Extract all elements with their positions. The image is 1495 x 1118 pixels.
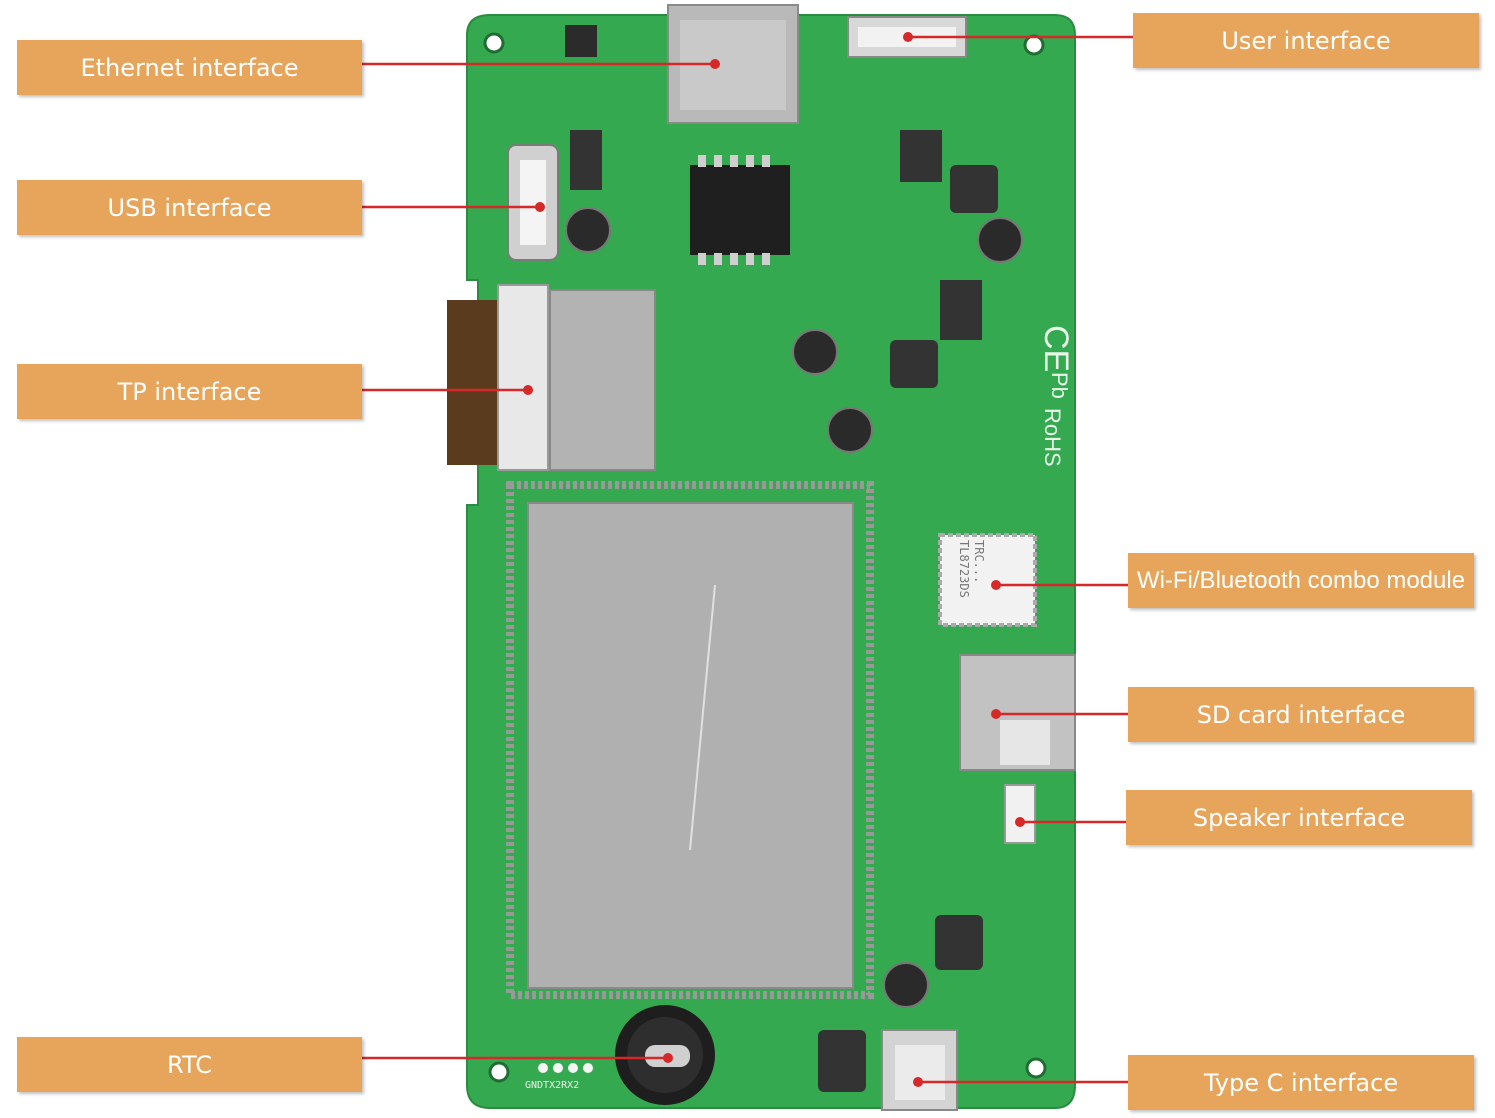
- capacitors: [565, 207, 1023, 1008]
- wifi-bluetooth-module-label: Wi-Fi/Bluetooth combo module: [1128, 553, 1474, 608]
- pb-mark: Pb: [1047, 372, 1072, 399]
- tp-shield: [549, 289, 656, 471]
- wifi-module-text: TRC...: [972, 540, 986, 583]
- mounting-holes: [483, 32, 1047, 1083]
- user-interface-label: User interface: [1133, 13, 1479, 68]
- usb-interface-label: USB interface: [17, 180, 362, 235]
- uart-header-label: GNDTX2RX2: [525, 1080, 579, 1091]
- rtc-label: RTC: [17, 1037, 362, 1092]
- sd-card-interface-label: SD card interface: [1128, 687, 1474, 742]
- speaker-interface-label: Speaker interface: [1126, 790, 1472, 845]
- driver-ic: [690, 165, 790, 255]
- pcb-board: CE Pb RoHS TRC... TL8723DS GNDTX2RX2: [447, 4, 1076, 1111]
- inductors: [570, 130, 998, 1092]
- uart-header: [538, 1063, 593, 1073]
- tp-interface-label: TP interface: [17, 364, 362, 419]
- wifi-module-part: TL8723DS: [957, 540, 971, 598]
- ce-mark: CE: [1037, 325, 1075, 372]
- type-c-interface-label: Type C interface: [1128, 1055, 1474, 1110]
- main-shield: [527, 502, 854, 989]
- rohs-mark: RoHS: [1040, 408, 1065, 467]
- leader-lines: [362, 32, 1133, 1087]
- wifi-module: [938, 533, 1037, 627]
- main-shield-frame: [506, 481, 874, 999]
- ethernet-interface-label: Ethernet interface: [17, 40, 362, 95]
- recovery-button: [565, 25, 597, 57]
- speaker-connector: [1004, 784, 1036, 844]
